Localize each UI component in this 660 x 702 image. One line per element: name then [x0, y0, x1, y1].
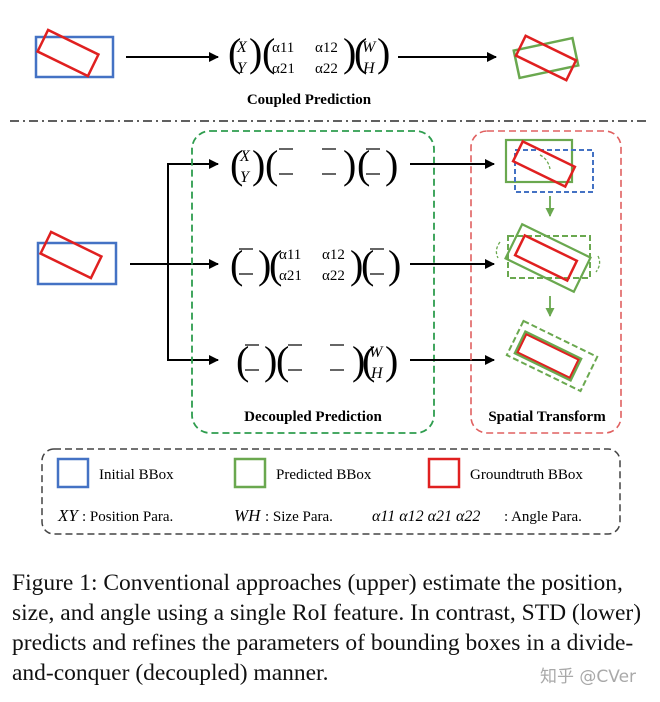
svg-text:): ) [343, 142, 356, 187]
svg-text:): ) [249, 30, 262, 75]
legend-groundtruth-label: Groundtruth BBox [470, 467, 583, 483]
svg-text:): ) [385, 142, 398, 187]
coupled-matrix: ( X Y ) ( α11 α12 α21 α22 ) ( W H ) [228, 30, 390, 77]
row2-a21: α21 [279, 268, 302, 284]
legend-angle-symbol: α11 α12 α21 α22 [372, 508, 480, 525]
svg-text:(: ( [361, 242, 374, 287]
decoupled-row-angle: ( ) ( α11 α12 α21 α22 ) ( ) [230, 242, 401, 287]
matrix-a12: α12 [315, 40, 338, 56]
matrix-a22: α22 [315, 61, 338, 77]
figure-caption: Figure 1: Conventional approaches (upper… [12, 570, 642, 686]
svg-text:): ) [388, 242, 401, 287]
decoupled-prediction-label: Decoupled Prediction [244, 409, 382, 425]
legend-xy-desc: : Position Para. [82, 509, 173, 525]
svg-text:(: ( [230, 242, 243, 287]
svg-text:): ) [264, 338, 277, 383]
row3-h: H [370, 365, 384, 382]
decoupled-section: ( X Y ) ( ) ( ) ( ) ( α11 α12 α21 α22 [36, 130, 622, 434]
watermark: 知乎 @CVer [540, 667, 637, 687]
svg-text:(: ( [236, 338, 249, 383]
row2-a11: α11 [279, 247, 301, 263]
groundtruth-bbox-upper [35, 28, 101, 78]
matrix-w: W [362, 39, 377, 56]
svg-text:(: ( [357, 142, 370, 187]
legend-initial-swatch [56, 457, 90, 489]
groundtruth-bbox-upper-result [514, 34, 578, 82]
svg-text:): ) [252, 142, 265, 187]
decoupled-prediction-box [191, 130, 435, 434]
decoupled-row-size: ( ) ( ) ( W H ) [236, 338, 398, 383]
legend: Initial BBox Predicted BBox Groundtruth … [41, 448, 621, 535]
svg-text:): ) [350, 242, 363, 287]
transform-step-size [505, 319, 599, 393]
svg-text:(: ( [262, 30, 275, 75]
decoupled-row-position: ( X Y ) ( ) ( ) [230, 142, 398, 187]
spatial-transform-label: Spatial Transform [488, 409, 606, 425]
row3-w: W [369, 344, 384, 361]
svg-text:): ) [385, 338, 398, 383]
row1-y: Y [240, 169, 251, 186]
svg-text:): ) [377, 30, 390, 75]
groundtruth-bbox-lower [38, 230, 104, 280]
matrix-a21: α21 [272, 61, 295, 77]
svg-text:(: ( [228, 30, 241, 75]
svg-text:): ) [258, 242, 271, 287]
legend-wh-desc: : Size Para. [265, 509, 333, 525]
matrix-a11: α11 [272, 40, 294, 56]
coupled-prediction-label: Coupled Prediction [247, 92, 372, 108]
figure-diagram: ( X Y ) ( α11 α12 α21 α22 ) ( W H ) Coup… [10, 28, 650, 535]
legend-angle-desc: : Angle Para. [504, 509, 582, 525]
matrix-h: H [362, 60, 376, 77]
row1-x: X [239, 148, 251, 165]
transform-step-angle [495, 222, 601, 294]
legend-box [41, 448, 621, 535]
legend-initial-label: Initial BBox [99, 467, 174, 483]
matrix-y: Y [237, 60, 248, 77]
coupled-section: ( X Y ) ( α11 α12 α21 α22 ) ( W H ) Coup… [34, 28, 580, 108]
legend-groundtruth-swatch [427, 457, 461, 489]
svg-text:): ) [343, 30, 356, 75]
row2-a22: α22 [322, 268, 345, 284]
row2-a12: α12 [322, 247, 345, 263]
spatial-transform-box [470, 130, 622, 434]
transform-step-position [504, 138, 594, 193]
svg-text:(: ( [265, 142, 278, 187]
legend-xy-symbol: XY [57, 506, 79, 525]
svg-text:): ) [352, 338, 365, 383]
initial-bbox-upper [34, 35, 115, 79]
svg-text:(: ( [276, 338, 289, 383]
legend-predicted-label: Predicted BBox [276, 467, 372, 483]
matrix-x: X [236, 39, 248, 56]
svg-text:(: ( [269, 242, 282, 287]
svg-text:(: ( [354, 30, 367, 75]
legend-wh-symbol: WH [234, 506, 262, 525]
initial-bbox-lower [36, 241, 118, 286]
svg-text:(: ( [230, 142, 243, 187]
legend-predicted-swatch [233, 457, 267, 489]
svg-text:(: ( [362, 338, 375, 383]
